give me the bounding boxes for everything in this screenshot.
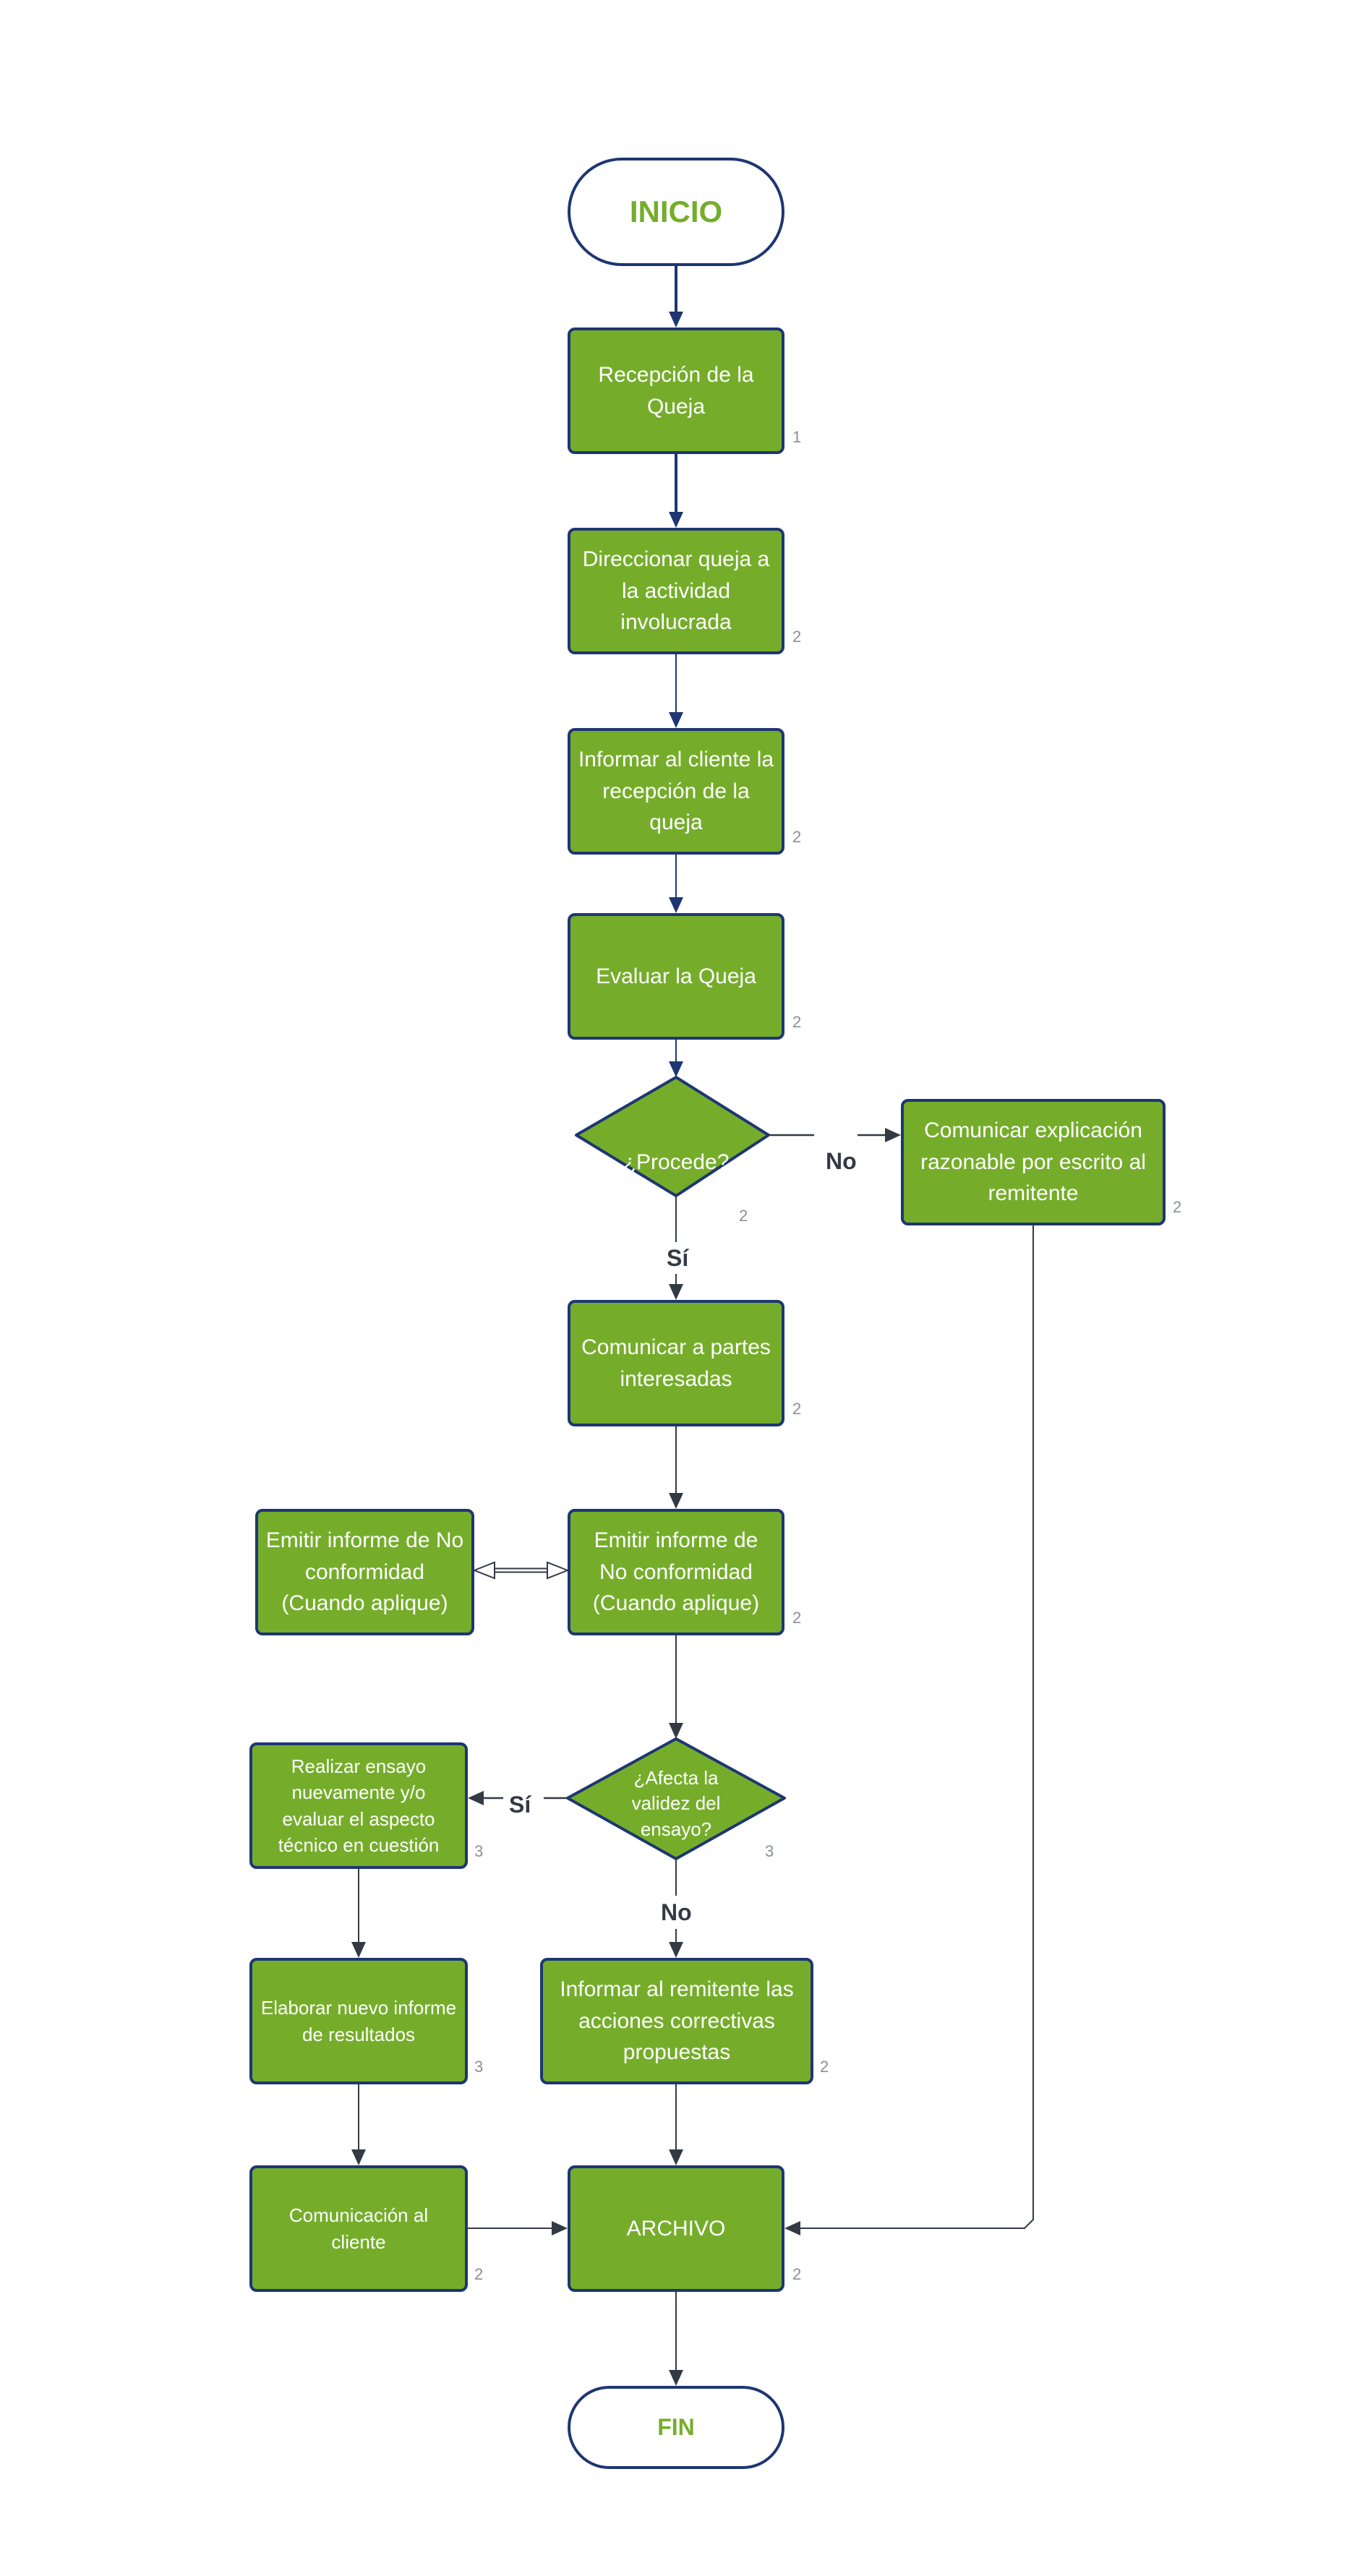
arrow-head bbox=[472, 1561, 495, 1580]
start-terminal: INICIO bbox=[568, 158, 784, 266]
arrow-head bbox=[885, 1128, 901, 1142]
end-terminal: FIN bbox=[568, 2386, 784, 2469]
step-elaborar-text: Elaborar nuevo informe de resultados bbox=[260, 1997, 457, 2045]
arrow-head bbox=[669, 512, 683, 528]
step-emitir-left-text: Emitir informe de No conformidad (Cuando… bbox=[265, 1528, 464, 1616]
end-label: FIN bbox=[657, 2414, 695, 2440]
step-number: 2 bbox=[792, 2265, 802, 2283]
arrow-head bbox=[669, 312, 683, 328]
start-label: INICIO bbox=[629, 194, 723, 228]
step-comunicar-explicacion: Comunicar explicación razonable por escr… bbox=[901, 1099, 1166, 1225]
decision-procede-text: ¿Procede? bbox=[623, 1150, 730, 1174]
step-number: 2 bbox=[792, 1013, 802, 1031]
arrow-head bbox=[669, 2149, 683, 2165]
step-informar-remitente: Informar al remitente las acciones corre… bbox=[540, 1958, 813, 2084]
step-emitir-informe-main: Emitir informe de No conformidad (Cuando… bbox=[568, 1509, 784, 1635]
step-comunicacion-cliente-text: Comunicación al cliente bbox=[288, 2204, 429, 2253]
step-realizar-ensayo: Realizar ensayo nuevamente y/o evaluar e… bbox=[249, 1742, 468, 1869]
step-comunicar-explicacion-text: Comunicar explicación razonable por escr… bbox=[920, 1118, 1146, 1206]
arrow-head bbox=[351, 1942, 366, 1958]
arrow-head bbox=[669, 1723, 683, 1739]
step-evaluar-text: Evaluar la Queja bbox=[596, 964, 756, 988]
connector-arrow bbox=[800, 1225, 1034, 2229]
step-direccionar-queja: Direccionar queja a la actividad involuc… bbox=[568, 528, 784, 654]
decision-number: 2 bbox=[739, 1207, 748, 1225]
step-number: 2 bbox=[792, 628, 802, 646]
step-emitir-main-text: Emitir informe de No conformidad (Cuando… bbox=[592, 1528, 760, 1616]
step-recepcion-queja: Recepción de la Queja bbox=[568, 328, 784, 454]
arrow-head bbox=[669, 1061, 683, 1077]
arrow-head bbox=[468, 1791, 484, 1805]
step-number: 2 bbox=[792, 1609, 802, 1627]
step-informar-cliente-text: Informar al cliente la recepción de la q… bbox=[578, 748, 774, 835]
step-direccionar-text: Direccionar queja a la actividad involuc… bbox=[582, 547, 770, 635]
step-informar-cliente: Informar al cliente la recepción de la q… bbox=[568, 728, 784, 855]
step-realizar-ensayo-text: Realizar ensayo nuevamente y/o evaluar e… bbox=[278, 1755, 440, 1856]
branch-label-no: No bbox=[658, 1899, 695, 1926]
arrow-head bbox=[547, 1561, 570, 1580]
arrow-head bbox=[552, 2221, 568, 2235]
step-elaborar-informe: Elaborar nuevo informe de resultados bbox=[249, 1958, 468, 2084]
step-number: 2 bbox=[474, 2265, 484, 2283]
arrow-head bbox=[669, 1284, 683, 1300]
step-number: 2 bbox=[820, 2058, 829, 2076]
branch-label-si: Sí bbox=[664, 1245, 692, 1272]
step-informar-remitente-text: Informar al remitente las acciones corre… bbox=[560, 1977, 794, 2065]
decision-afecta-text: ¿Afecta la validez del ensayo? bbox=[631, 1767, 721, 1840]
step-number: 3 bbox=[474, 2058, 484, 2076]
step-comunicar-partes-text: Comunicar a partes interesadas bbox=[581, 1335, 771, 1391]
step-number: 2 bbox=[792, 828, 802, 846]
arrow-head bbox=[669, 897, 683, 913]
step-recepcion-text: Recepción de la Queja bbox=[598, 363, 754, 419]
step-number: 2 bbox=[792, 1400, 802, 1418]
step-emitir-informe-left: Emitir informe de No conformidad (Cuando… bbox=[255, 1509, 474, 1635]
arrow-head bbox=[351, 2149, 366, 2165]
step-archivo: ARCHIVO bbox=[568, 2165, 784, 2292]
decision-number: 3 bbox=[765, 1842, 774, 1860]
arrow-head bbox=[669, 1493, 683, 1509]
step-archivo-text: ARCHIVO bbox=[626, 2216, 726, 2241]
branch-label-no: No bbox=[823, 1148, 860, 1175]
step-number: 3 bbox=[474, 1842, 484, 1860]
arrow-head bbox=[669, 712, 683, 728]
branch-label-si: Sí bbox=[506, 1792, 534, 1818]
step-number: 1 bbox=[792, 428, 802, 446]
arrow-head bbox=[669, 1942, 683, 1958]
step-evaluar-queja: Evaluar la Queja bbox=[568, 913, 784, 1040]
arrow-head bbox=[784, 2221, 800, 2235]
arrow-head bbox=[669, 2370, 683, 2386]
step-comunicar-partes: Comunicar a partes interesadas bbox=[568, 1300, 784, 1426]
step-comunicacion-cliente: Comunicación al cliente bbox=[249, 2165, 468, 2292]
step-number: 2 bbox=[1173, 1198, 1182, 1216]
